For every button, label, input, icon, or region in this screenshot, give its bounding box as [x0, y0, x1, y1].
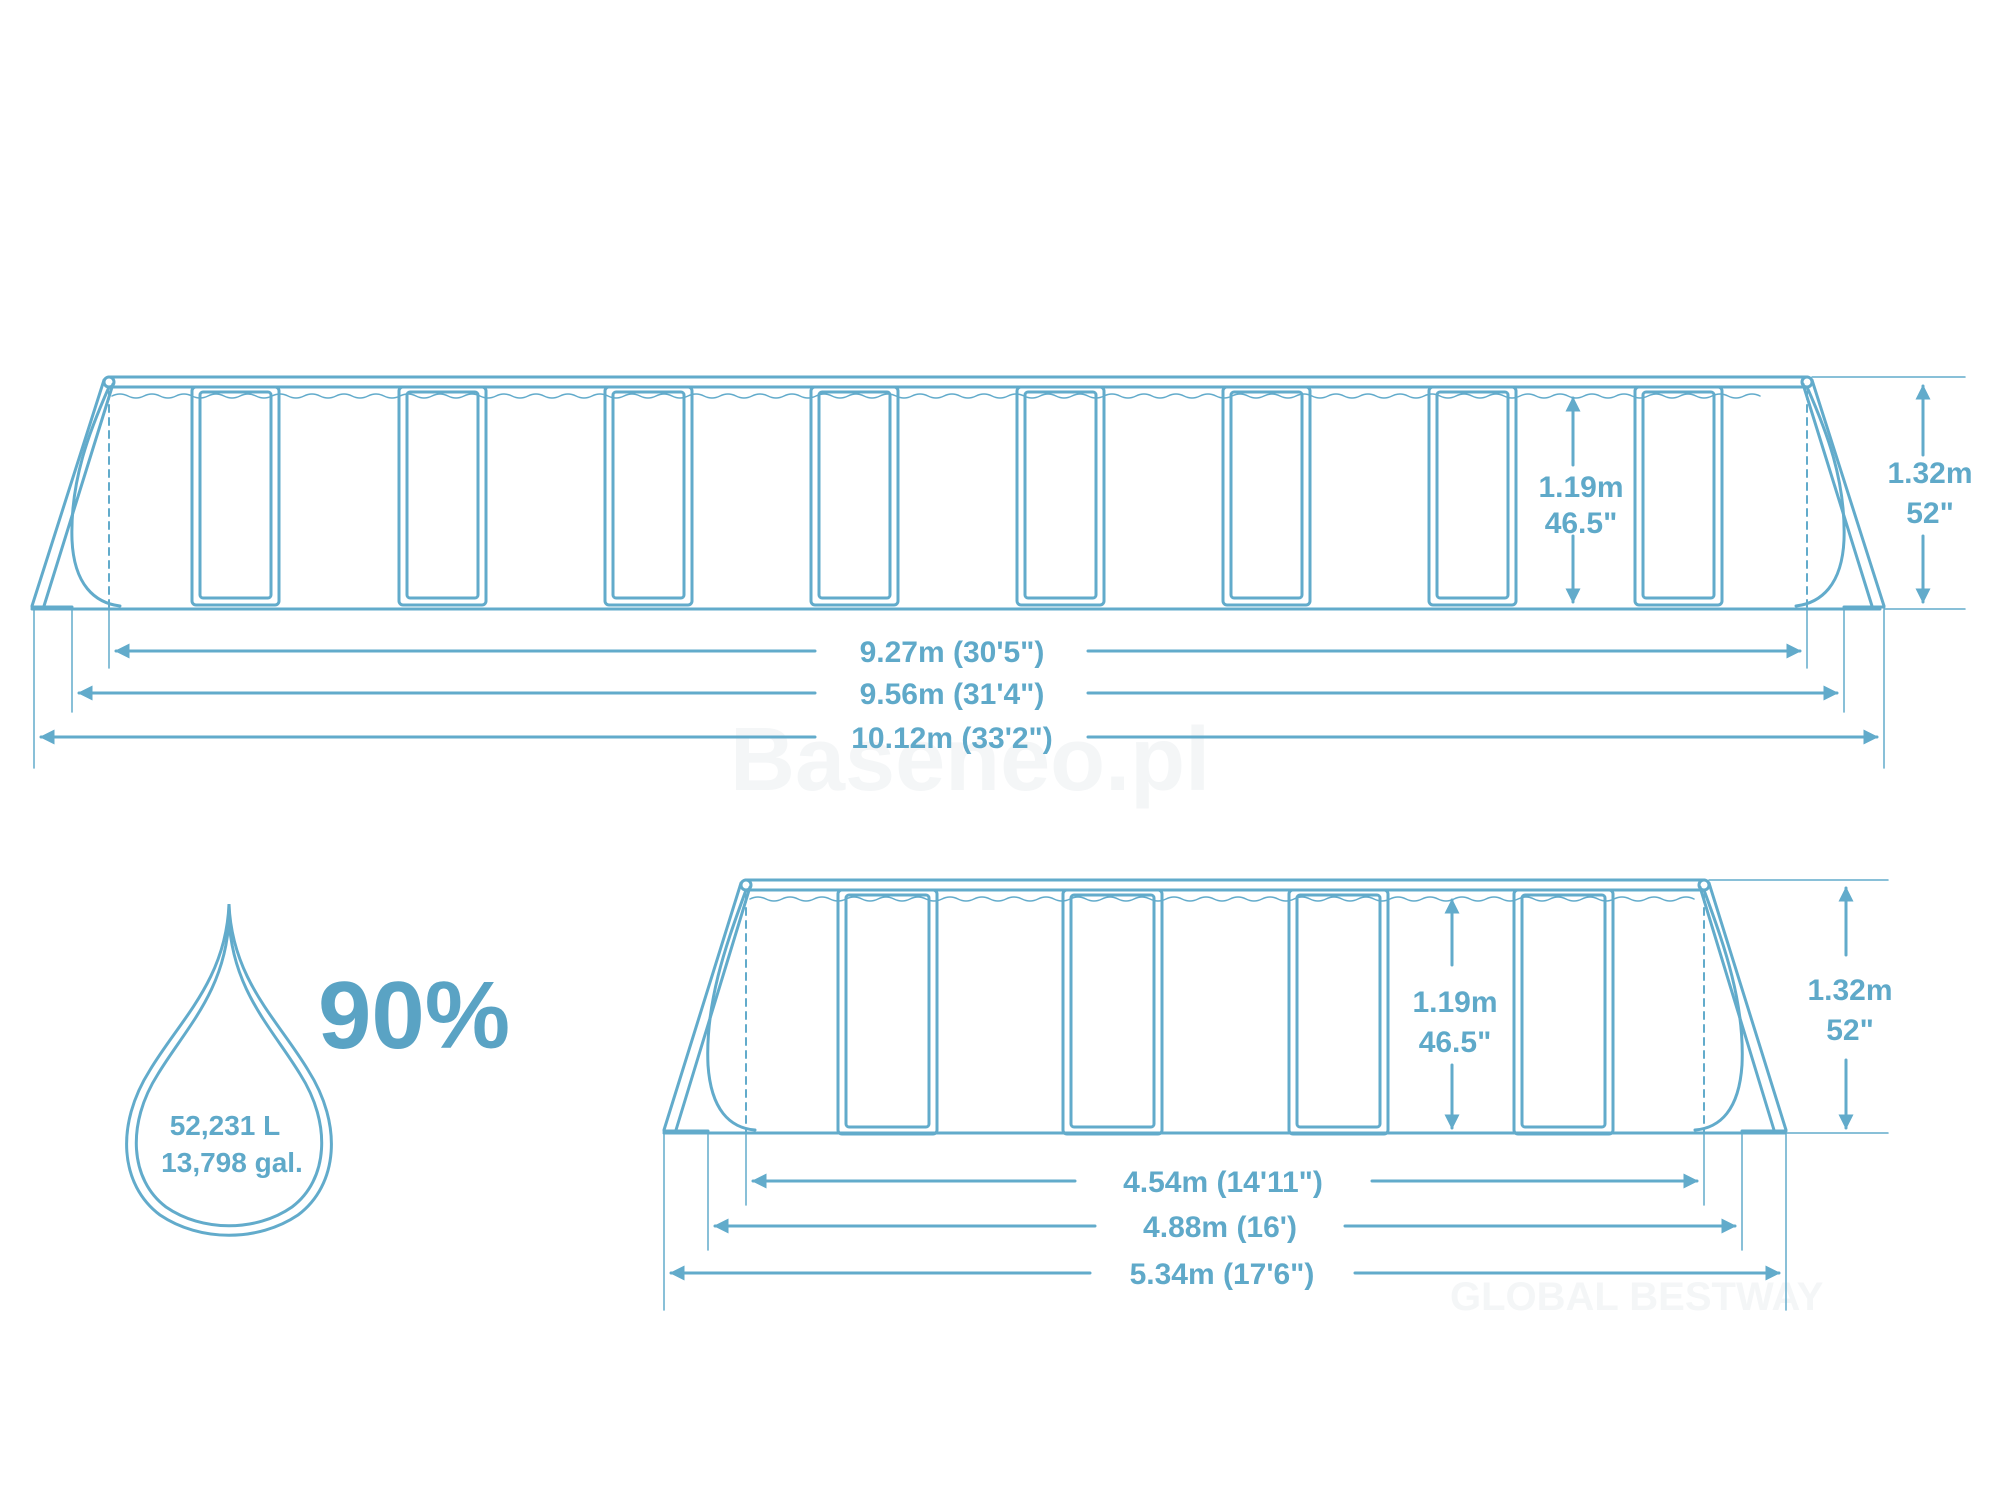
width-inner-label: 4.54m (14'11")	[1123, 1166, 1323, 1199]
width-inner-label: 9.27m (30'5")	[860, 636, 1045, 669]
upright-frame	[836, 888, 939, 1136]
watermark-text: Baseneo.pl	[730, 710, 1210, 810]
pool-wall-left	[706, 888, 757, 1132]
outer-height-label: 52"	[1906, 497, 1954, 530]
water-line	[111, 393, 1761, 399]
short-side-view	[662, 878, 1889, 1311]
inner-height-label: 46.5"	[1419, 1026, 1492, 1059]
inner-height-label: 46.5"	[1545, 507, 1618, 540]
frame-leg-right	[1801, 382, 1874, 608]
inner-height-label: 1.19m	[1538, 471, 1623, 504]
upright-frame	[809, 385, 900, 607]
outer-height-label: 1.32m	[1887, 457, 1972, 490]
width-frame-label: 4.88m (16')	[1143, 1211, 1297, 1244]
frame-leg-left	[674, 885, 752, 1132]
outer-height-label: 52"	[1826, 1014, 1874, 1047]
long-side-view	[30, 375, 1966, 769]
frame-leg-left	[662, 881, 743, 1132]
fill-percent-label: 90%	[318, 962, 510, 1069]
upright-frame	[603, 385, 694, 607]
frame-leg-left	[42, 382, 115, 608]
frame-leg-right	[1810, 378, 1886, 608]
upright-frame	[1512, 888, 1615, 1136]
water-drop-icon-inner	[134, 917, 324, 1228]
water-line	[749, 896, 1695, 902]
width-total-label: 5.34m (17'6")	[1130, 1258, 1315, 1291]
water-drop-icon	[125, 903, 333, 1237]
inner-height-label: 1.19m	[1412, 986, 1497, 1019]
upright-frame	[397, 385, 488, 607]
upright-frame	[1287, 888, 1390, 1136]
width-frame-label: 9.56m (31'4")	[860, 678, 1045, 711]
upright-frame	[1015, 385, 1106, 607]
watermark-text: GLOBAL BESTWAY	[1450, 1275, 1824, 1319]
frame-leg-right	[1698, 885, 1776, 1132]
upright-frame	[190, 385, 281, 607]
frame-leg-right	[1707, 881, 1788, 1132]
upright-frame	[1061, 888, 1164, 1136]
width-total-label: 10.12m (33'2")	[851, 722, 1052, 755]
upright-frame	[1427, 385, 1518, 607]
outer-height-label: 1.32m	[1807, 974, 1892, 1007]
pool-wall-left	[70, 385, 122, 608]
capacity-liters: 52,231 L	[170, 1110, 281, 1141]
capacity-gallons: 13,798 gal.	[161, 1147, 303, 1178]
frame-leg-left	[30, 378, 106, 608]
upright-frame	[1633, 385, 1724, 607]
pool-wall-right	[1794, 385, 1846, 608]
upright-frame	[1221, 385, 1312, 607]
pool-wall-right	[1693, 888, 1744, 1132]
